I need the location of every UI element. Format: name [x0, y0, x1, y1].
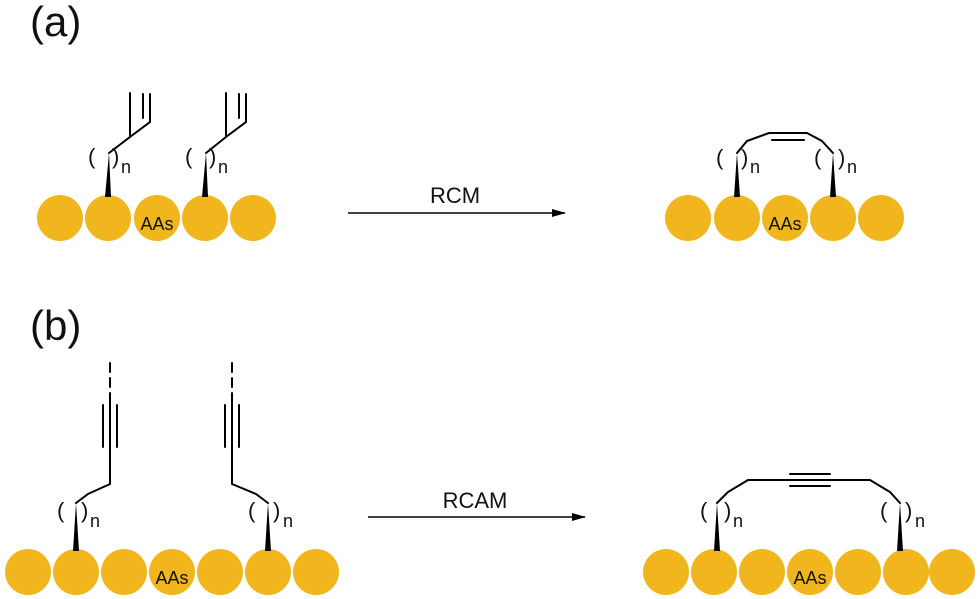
amino-acid-bead	[883, 549, 929, 595]
staple-bond	[736, 132, 834, 154]
peptide-chain-b-right	[643, 549, 975, 595]
residue-label: AAs	[140, 214, 173, 234]
repeat-paren-open: (	[185, 144, 193, 169]
repeat-paren-open: (	[700, 498, 708, 523]
panel-b: (b) AAs ( ) n	[5, 302, 975, 595]
amino-acid-bead	[665, 195, 711, 241]
amino-acid-bead	[858, 195, 904, 241]
panel-a-label: (a)	[30, 0, 81, 45]
repeat-paren-open: (	[57, 498, 65, 523]
repeat-subscript: n	[915, 511, 925, 531]
peptide-chain-a-left	[37, 195, 276, 241]
residue-label: AAs	[793, 568, 826, 588]
amino-acid-bead	[85, 195, 131, 241]
repeat-paren-close: )	[273, 498, 280, 523]
repeat-paren-close: )	[838, 145, 845, 170]
amino-acid-bead	[101, 549, 147, 595]
repeat-subscript: n	[847, 157, 857, 177]
panel-b-label: (b)	[30, 302, 81, 349]
alkene-single-bond	[129, 121, 151, 138]
stereo-wedge	[73, 503, 79, 551]
repeat-paren-close: )	[112, 144, 119, 169]
repeat-paren-close: )	[81, 498, 88, 523]
amino-acid-bead	[810, 195, 856, 241]
amino-acid-bead	[787, 549, 833, 595]
amino-acid-bead	[37, 195, 83, 241]
reaction-label-rcm: RCM	[430, 183, 480, 208]
side-chain-bond	[231, 449, 269, 504]
amino-acid-bead	[714, 195, 760, 241]
residue-label: AAs	[768, 214, 801, 234]
alkene-single-bond	[225, 121, 247, 138]
stereo-wedge	[897, 503, 903, 551]
amino-acid-bead	[739, 549, 785, 595]
repeat-paren-open: (	[248, 498, 256, 523]
residue-label: AAs	[155, 568, 188, 588]
stereo-wedge	[734, 153, 740, 197]
amino-acid-bead	[293, 549, 339, 595]
peptide-chain-b-left	[5, 549, 339, 595]
amino-acid-bead	[245, 549, 291, 595]
panel-b-product: AAs ( ) n ( ) n	[643, 473, 975, 595]
alkene-staple: ( ) n ( ) n	[716, 132, 857, 197]
stereo-wedge	[202, 153, 208, 197]
repeat-subscript: n	[90, 511, 100, 531]
stereo-wedge	[105, 153, 111, 197]
repeat-paren-open: (	[88, 144, 96, 169]
alkyne-side-chain: ( ) n	[57, 361, 118, 551]
repeat-paren-close: )	[741, 145, 748, 170]
amino-acid-bead	[5, 549, 51, 595]
amino-acid-bead	[835, 549, 881, 595]
repeat-paren-open: (	[880, 498, 888, 523]
amino-acid-bead	[230, 195, 276, 241]
stereo-wedge	[714, 503, 720, 551]
amino-acid-bead	[197, 549, 243, 595]
repeat-subscript: n	[283, 511, 293, 531]
amino-acid-bead	[929, 549, 975, 595]
alkene-side-chain: ( ) n	[185, 92, 247, 197]
repeat-paren-open: (	[716, 145, 724, 170]
panel-a-product: AAs ( ) n ( ) n	[665, 132, 904, 241]
alkyne-staple: ( ) n ( ) n	[700, 473, 925, 551]
amino-acid-bead	[53, 549, 99, 595]
amino-acid-bead	[149, 549, 195, 595]
amino-acid-bead	[762, 195, 808, 241]
staple-bond	[716, 479, 901, 504]
reaction-arrow-rcam: RCAM	[368, 488, 586, 521]
amino-acid-bead	[182, 195, 228, 241]
repeat-paren-close: )	[724, 498, 731, 523]
stereo-wedge	[265, 503, 271, 551]
amino-acid-bead	[643, 549, 689, 595]
repeat-subscript: n	[121, 157, 131, 177]
side-chain-bond	[75, 449, 111, 504]
amino-acid-bead	[691, 549, 737, 595]
amino-acid-bead	[134, 195, 180, 241]
alkyne-side-chain: ( ) n	[224, 361, 293, 551]
repeat-paren-close: )	[905, 498, 912, 523]
stereo-wedge	[830, 153, 836, 197]
alkene-side-chain: ( ) n	[88, 92, 151, 197]
peptide-chain-a-right	[665, 195, 904, 241]
repeat-paren-open: (	[814, 145, 822, 170]
repeat-paren-close: )	[209, 144, 216, 169]
panel-a-reactant: AAs ( ) n ( ) n	[37, 92, 276, 241]
panel-b-reactant: AAs ( ) n ( )	[5, 361, 339, 595]
panel-a: (a) AAs ( ) n	[30, 0, 904, 241]
repeat-subscript: n	[218, 157, 228, 177]
repeat-subscript: n	[733, 511, 743, 531]
reaction-arrow-rcm: RCM	[348, 183, 566, 217]
repeat-subscript: n	[750, 157, 760, 177]
reaction-label-rcam: RCAM	[443, 488, 508, 513]
